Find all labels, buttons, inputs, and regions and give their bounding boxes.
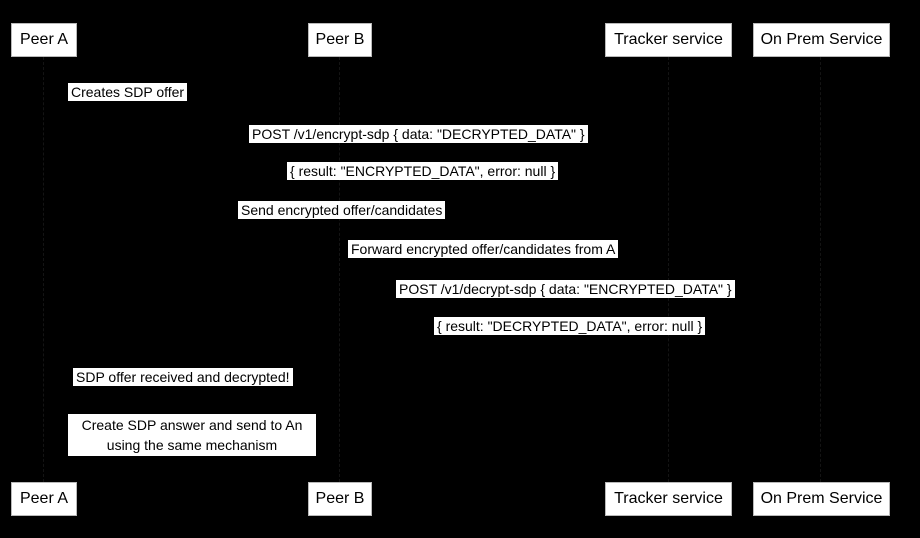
message-forward-encrypted-offer: Forward encrypted offer/candidates from … <box>348 240 619 258</box>
lifeline-on-prem-service <box>820 57 821 482</box>
actor-label: On Prem Service <box>760 31 883 48</box>
message-post-encrypt-sdp: POST /v1/encrypt-sdp { data: "DECRYPTED_… <box>249 125 588 143</box>
actor-top-peer-a: Peer A <box>11 23 77 57</box>
actor-top-peer-b: Peer B <box>308 23 372 57</box>
message-result-decrypted-data: { result: "DECRYPTED_DATA", error: null … <box>434 317 706 335</box>
note-line-2: using the same mechanism <box>106 437 278 453</box>
message-creates-sdp-offer: Creates SDP offer <box>68 83 188 101</box>
actor-label: Tracker service <box>614 31 723 48</box>
actor-bottom-tracker-service: Tracker service <box>605 482 732 516</box>
message-send-encrypted-offer: Send encrypted offer/candidates <box>238 201 446 219</box>
message-post-decrypt-sdp: POST /v1/decrypt-sdp { data: "ENCRYPTED_… <box>396 280 735 298</box>
lifeline-tracker-service <box>668 57 669 482</box>
actor-top-tracker-service: Tracker service <box>605 23 732 57</box>
actor-top-on-prem-service: On Prem Service <box>753 23 890 57</box>
note-line-1: Create SDP answer and send to An <box>81 417 303 433</box>
actor-label: Peer B <box>315 31 365 48</box>
lifeline-peer-b <box>339 57 340 482</box>
actor-bottom-peer-b: Peer B <box>308 482 372 516</box>
actor-label: Peer A <box>19 490 69 507</box>
message-result-encrypted-data: { result: "ENCRYPTED_DATA", error: null … <box>287 162 559 180</box>
actor-label: Tracker service <box>614 490 723 507</box>
lifeline-peer-a <box>43 57 44 482</box>
actor-bottom-peer-a: Peer A <box>11 482 77 516</box>
actor-label: Peer B <box>315 490 365 507</box>
actor-label: Peer A <box>19 31 69 48</box>
note-create-sdp-answer: Create SDP answer and send to An using t… <box>68 414 316 456</box>
message-sdp-offer-received: SDP offer received and decrypted! <box>73 368 293 386</box>
actor-bottom-on-prem-service: On Prem Service <box>753 482 890 516</box>
actor-label: On Prem Service <box>760 490 883 507</box>
